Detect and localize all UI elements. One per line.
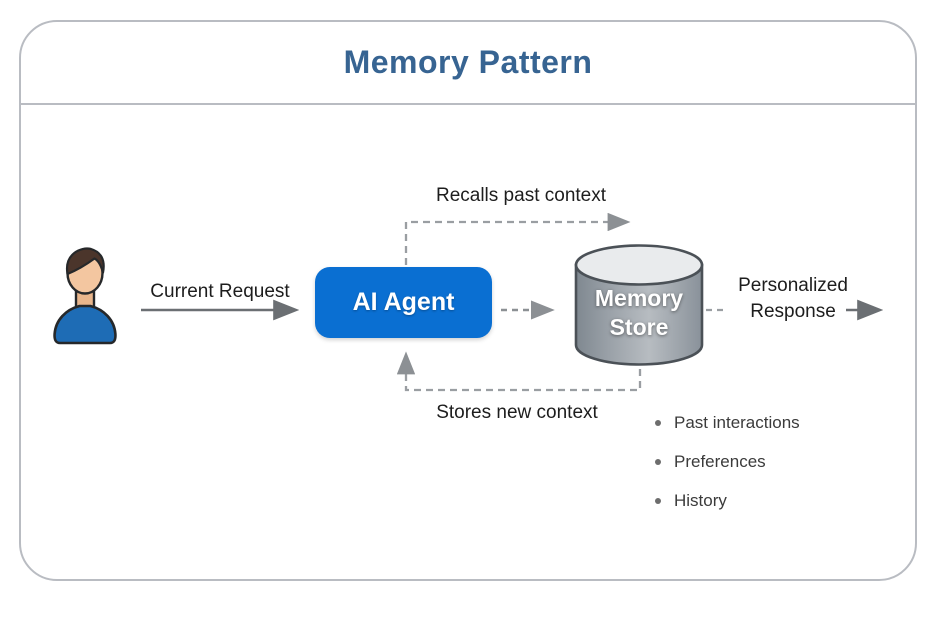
diagram-header: Memory Pattern xyxy=(21,22,915,105)
page-title: Memory Pattern xyxy=(343,44,593,80)
edge-label-recalls: Recalls past context xyxy=(435,185,607,206)
note-text: History xyxy=(674,491,727,510)
list-item: Past interactions xyxy=(655,411,800,435)
edge-label-personalized: Personalized Response xyxy=(738,275,848,322)
memory-store-label: Memory Store xyxy=(594,285,684,340)
note-text: Preferences xyxy=(674,452,766,471)
bullet-icon xyxy=(655,459,661,465)
edge-label-current-request: Current Request xyxy=(150,281,290,302)
edge-label-stores: Stores new context xyxy=(436,402,598,423)
memory-notes-list: Past interactions Preferences History xyxy=(655,411,800,528)
list-item: History xyxy=(655,489,800,513)
ai-agent-node: AI Agent xyxy=(315,267,492,338)
list-item: Preferences xyxy=(655,450,800,474)
note-text: Past interactions xyxy=(674,413,800,432)
ai-agent-label: AI Agent xyxy=(352,288,455,316)
bullet-icon xyxy=(655,420,661,426)
bullet-icon xyxy=(655,498,661,504)
